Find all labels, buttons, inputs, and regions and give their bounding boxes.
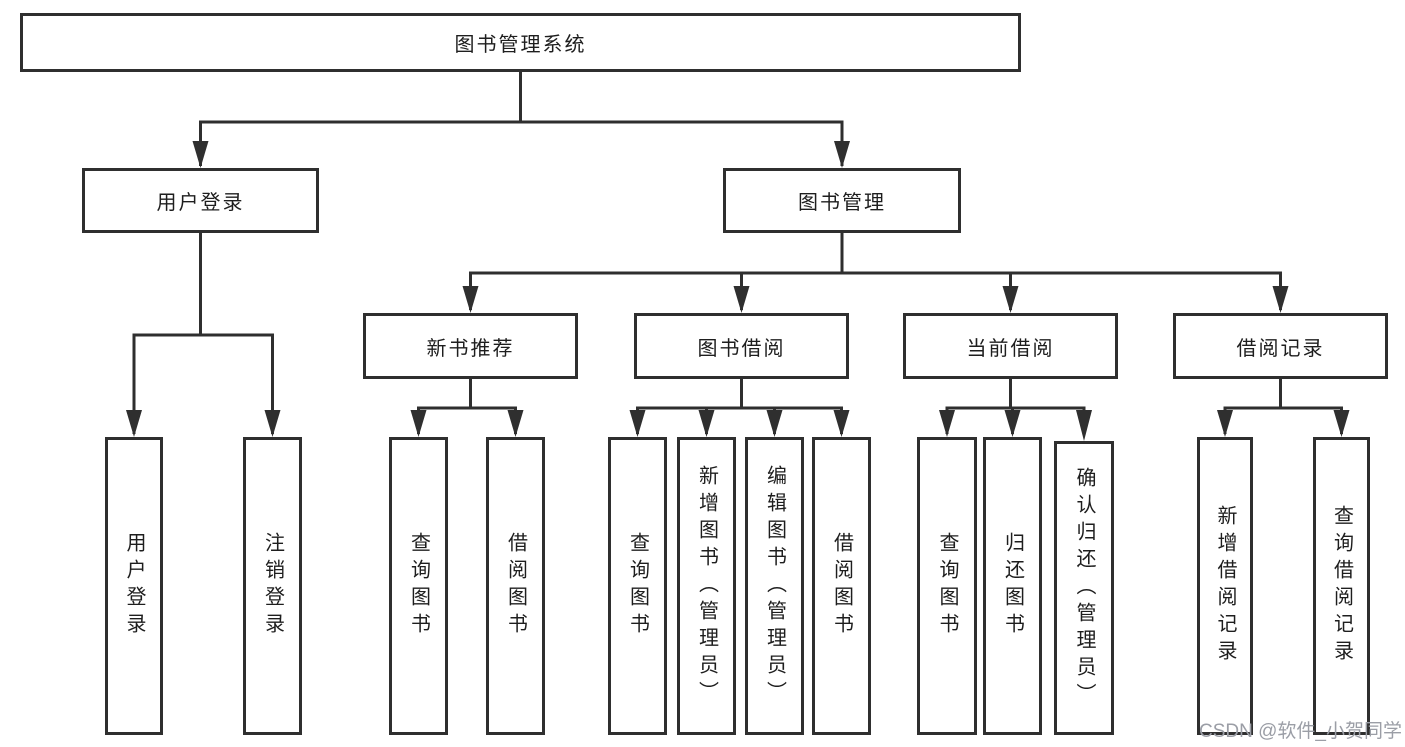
leaf-logout: 注销登录	[243, 437, 302, 735]
leaf-user-login: 用户登录	[105, 437, 163, 735]
leaf-add-borrow-record: 新增借阅记录	[1197, 437, 1253, 735]
leaf-confirm-return-admin: 确认归还（管理员）	[1054, 441, 1114, 735]
node-user-login: 用户登录	[82, 168, 319, 233]
leaf-edit-book-admin-label: 编辑图书（管理员）	[763, 464, 786, 708]
leaf-logout-label: 注销登录	[261, 532, 284, 640]
leaf-edit-book-admin: 编辑图书（管理员）	[745, 437, 804, 735]
node-book-management: 图书管理	[723, 168, 961, 233]
leaf-return-book: 归还图书	[983, 437, 1042, 735]
leaf-query-borrow-record-label: 查询借阅记录	[1330, 505, 1353, 667]
leaf-borrow-books-recommend: 借阅图书	[486, 437, 545, 735]
leaf-user-login-label: 用户登录	[123, 532, 145, 640]
node-book-borrow: 图书借阅	[634, 313, 849, 379]
leaf-borrow-books: 借阅图书	[812, 437, 871, 735]
leaf-query-books-recommend: 查询图书	[389, 437, 448, 735]
leaf-query-books-current-label: 查询图书	[936, 532, 958, 640]
node-root-label: 图书管理系统	[454, 34, 587, 56]
leaf-return-book-label: 归还图书	[1001, 532, 1024, 640]
node-user-login-label: 用户登录	[156, 192, 245, 214]
leaf-query-books-borrow-label: 查询图书	[626, 532, 649, 640]
leaf-confirm-return-admin-label: 确认归还（管理员）	[1073, 466, 1095, 710]
leaf-query-borrow-record: 查询借阅记录	[1313, 437, 1370, 735]
leaf-query-books-current: 查询图书	[917, 437, 977, 735]
node-new-book-recommend: 新书推荐	[363, 313, 578, 379]
node-current-borrow-label: 当前借阅	[966, 337, 1055, 360]
leaf-borrow-books-recommend-label: 借阅图书	[504, 532, 527, 640]
leaf-add-borrow-record-label: 新增借阅记录	[1214, 505, 1236, 667]
csdn-watermark: CSDN @软件_小贺同学	[1199, 721, 1402, 742]
node-current-borrow: 当前借阅	[903, 313, 1118, 379]
node-root: 图书管理系统	[20, 13, 1021, 72]
leaf-add-book-admin: 新增图书（管理员）	[677, 437, 736, 735]
leaf-query-books-recommend-label: 查询图书	[407, 532, 430, 640]
node-borrow-records: 借阅记录	[1173, 313, 1388, 379]
leaf-query-books-borrow: 查询图书	[608, 437, 667, 735]
node-book-management-label: 图书管理	[798, 192, 886, 214]
leaf-add-book-admin-label: 新增图书（管理员）	[695, 464, 718, 708]
node-borrow-records-label: 借阅记录	[1236, 337, 1325, 360]
node-new-book-recommend-label: 新书推荐	[426, 337, 515, 360]
node-book-borrow-label: 图书借阅	[697, 337, 786, 360]
leaf-borrow-books-label: 借阅图书	[830, 532, 853, 640]
